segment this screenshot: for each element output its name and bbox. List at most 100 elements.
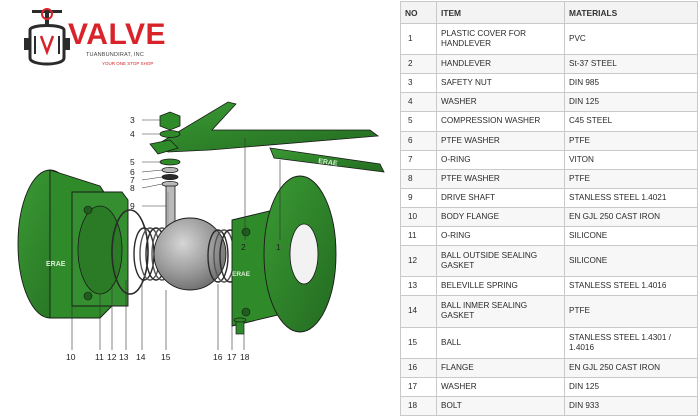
handle-tag-text: ERAE (318, 158, 339, 168)
callout-7: 7 (130, 175, 135, 185)
material-cell: PTFE (564, 295, 698, 328)
header-materials: MATERIALS (564, 1, 698, 24)
callout-8: 8 (130, 183, 135, 193)
company-logo: VALVE TUANBUNDIRAT, INC YOUR ONE STOP SH… (24, 8, 174, 72)
material-cell: C45 STEEL (564, 111, 698, 132)
callout-14: 14 (136, 352, 146, 362)
item-cell: BELEVILLE SPRING (436, 276, 565, 297)
callout-12: 12 (107, 352, 117, 362)
callout-6: 6 (130, 167, 135, 177)
header-item: ITEM (436, 1, 565, 24)
item-cell: PLASTIC COVER FOR HANDLEVER (436, 22, 565, 56)
no-cell: 6 (400, 130, 437, 151)
material-cell: STANLESS STEEL 1.4016 (564, 276, 698, 297)
no-cell: 17 (400, 376, 437, 397)
no-cell: 2 (400, 54, 437, 75)
material-cell: DIN 125 (564, 92, 698, 113)
callout-numbers: 3 4 5 6 7 8 9 2 1 10 11 12 13 14 15 16 1… (66, 115, 281, 362)
material-cell: PTFE (564, 130, 698, 151)
material-cell: SILICONE (564, 245, 698, 278)
item-cell: PTFE WASHER (436, 168, 565, 189)
no-cell: 15 (400, 326, 437, 359)
callout-leaders (71, 119, 281, 350)
material-cell: EN GJL 250 CAST IRON (564, 206, 698, 228)
callout-18: 18 (240, 352, 250, 362)
material-cell: PTFE (564, 168, 698, 189)
no-cell: 10 (400, 206, 437, 228)
no-cell: 7 (400, 149, 437, 170)
item-cell: COMPRESSION WASHER (436, 111, 565, 132)
item-cell: BALL (436, 326, 565, 359)
callout-1: 1 (276, 242, 281, 252)
material-cell: St-37 STEEL (564, 54, 698, 75)
callout-4: 4 (130, 129, 135, 139)
callout-11: 11 (95, 352, 104, 362)
item-cell: BALL OUTSIDE SEALING GASKET (436, 245, 565, 278)
no-cell: 1 (400, 22, 437, 56)
callout-5: 5 (130, 157, 135, 167)
no-cell: 16 (400, 357, 437, 378)
no-cell: 8 (400, 168, 437, 189)
item-cell: WASHER (436, 92, 565, 113)
material-cell: SILICONE (564, 225, 698, 247)
table-header-row: NO ITEM MATERIALS (400, 1, 698, 24)
valve-wheel-logo-icon (24, 8, 70, 66)
no-cell: 5 (400, 111, 437, 132)
material-cell: DIN 933 (564, 395, 698, 417)
handlever-part (149, 101, 380, 155)
callout-17: 17 (227, 352, 237, 362)
plastic-cover-part: ERAE (269, 147, 385, 173)
logo-wordmark: VALVE (68, 18, 167, 51)
callout-10: 10 (66, 352, 76, 362)
exploded-valve-drawing: ERAE ERAE (17, 101, 385, 362)
header-no: NO (400, 1, 437, 24)
item-cell: BODY FLANGE (436, 206, 565, 228)
no-cell: 3 (400, 73, 437, 94)
no-cell: 13 (400, 276, 437, 297)
no-cell: 18 (400, 395, 437, 417)
ball-part (153, 217, 227, 291)
right-flange-mark: ERAE (232, 271, 251, 278)
callout-2: 2 (241, 242, 246, 252)
logo-subtitle: TUANBUNDIRAT, INC (86, 52, 144, 58)
callout-13: 13 (119, 352, 129, 362)
logo-tagline: YOUR ONE STOP SHOP (102, 61, 154, 66)
o-ring-part (111, 209, 149, 295)
material-cell: VITON (564, 149, 698, 170)
item-cell: SAFETY NUT (436, 73, 565, 94)
item-cell: O-RING (436, 225, 565, 247)
right-gasket-part (207, 229, 241, 283)
callout-16: 16 (213, 352, 223, 362)
left-body-flange-part: ERAE (17, 169, 129, 319)
no-cell: 12 (400, 245, 437, 278)
material-cell: PVC (564, 22, 698, 56)
material-cell: EN GJL 250 CAST IRON (564, 357, 698, 378)
bolt-part (233, 317, 247, 335)
item-cell: FLANGE (436, 357, 565, 378)
item-cell: HANDLEVER (436, 54, 565, 75)
item-cell: WASHER (436, 376, 565, 397)
left-flange-mark: ERAE (46, 261, 66, 268)
callout-3: 3 (130, 115, 135, 125)
item-cell: BALL INMER SEALING GASKET (436, 295, 565, 328)
material-cell: DIN 985 (564, 73, 698, 94)
material-cell: STANLESS STEEL 1.4021 (564, 187, 698, 208)
item-cell: DRIVE SHAFT (436, 187, 565, 208)
